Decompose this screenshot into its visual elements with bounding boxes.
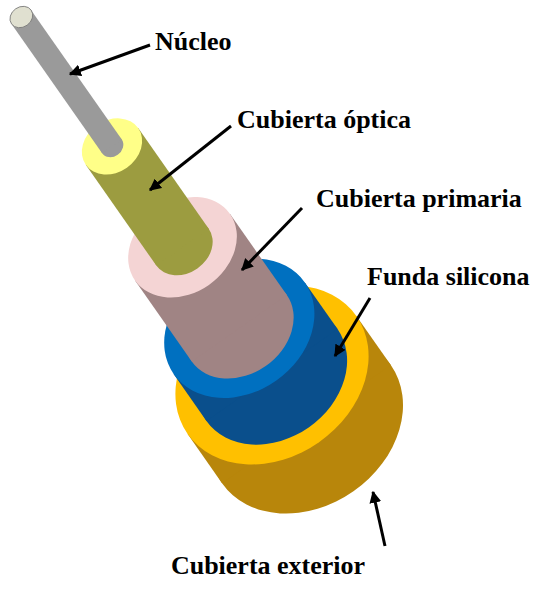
part-label: Núcleo	[155, 27, 232, 57]
part-label: Cubierta óptica	[237, 105, 411, 135]
part-label: Cubierta primaria	[316, 184, 522, 214]
part-label: Funda silicona	[367, 262, 530, 292]
leader-line	[150, 126, 231, 190]
part-label: Cubierta exterior	[171, 551, 365, 581]
leader-line	[242, 208, 302, 270]
leader-line	[70, 45, 150, 74]
core	[6, 2, 128, 162]
leader-line	[335, 298, 370, 356]
leader-line	[373, 492, 385, 546]
